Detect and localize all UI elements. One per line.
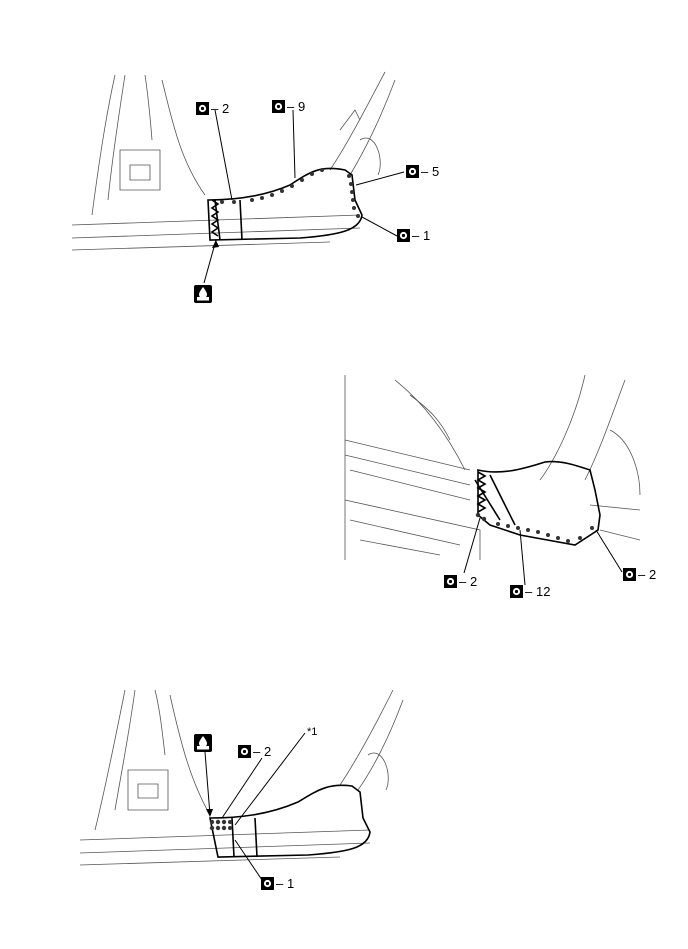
spot-weld-icon bbox=[261, 877, 274, 890]
brazing-icon bbox=[194, 734, 212, 752]
diagram-1: – 2 – 9 – 5 – 1 bbox=[71, 71, 439, 303]
spot-weld-icon bbox=[196, 102, 209, 115]
spot-weld-icon bbox=[238, 745, 251, 758]
spot-weld-icon bbox=[406, 165, 419, 178]
svg-text:–: – bbox=[287, 99, 295, 114]
label-12: 12 bbox=[536, 584, 550, 599]
brazing-icon bbox=[194, 285, 212, 303]
label-1: 1 bbox=[423, 228, 430, 243]
callout-1: *1 bbox=[307, 726, 317, 738]
svg-text:–: – bbox=[412, 228, 420, 243]
diagram-2: – 2 – 12 – 2 bbox=[344, 374, 656, 599]
label-2a: 2 bbox=[470, 574, 477, 589]
label-2: 2 bbox=[264, 744, 271, 759]
spot-weld-icon bbox=[272, 100, 285, 113]
spot-weld-icon bbox=[397, 229, 410, 242]
label-1: 1 bbox=[287, 876, 294, 891]
svg-text:–: – bbox=[638, 567, 646, 582]
svg-text:–: – bbox=[276, 876, 284, 891]
svg-text:–: – bbox=[459, 574, 467, 589]
spot-weld-icon bbox=[444, 575, 457, 588]
svg-text:–: – bbox=[211, 101, 219, 116]
diagram-3: – 2 – 1 *1 bbox=[79, 689, 404, 891]
spot-weld-icon bbox=[623, 568, 636, 581]
svg-text:–: – bbox=[253, 744, 261, 759]
svg-text:–: – bbox=[421, 164, 429, 179]
label-2: 2 bbox=[222, 101, 229, 116]
spot-weld-icon bbox=[510, 585, 523, 598]
label-2b: 2 bbox=[649, 567, 656, 582]
label-9: 9 bbox=[298, 99, 305, 114]
svg-text:–: – bbox=[525, 584, 533, 599]
label-5: 5 bbox=[432, 164, 439, 179]
